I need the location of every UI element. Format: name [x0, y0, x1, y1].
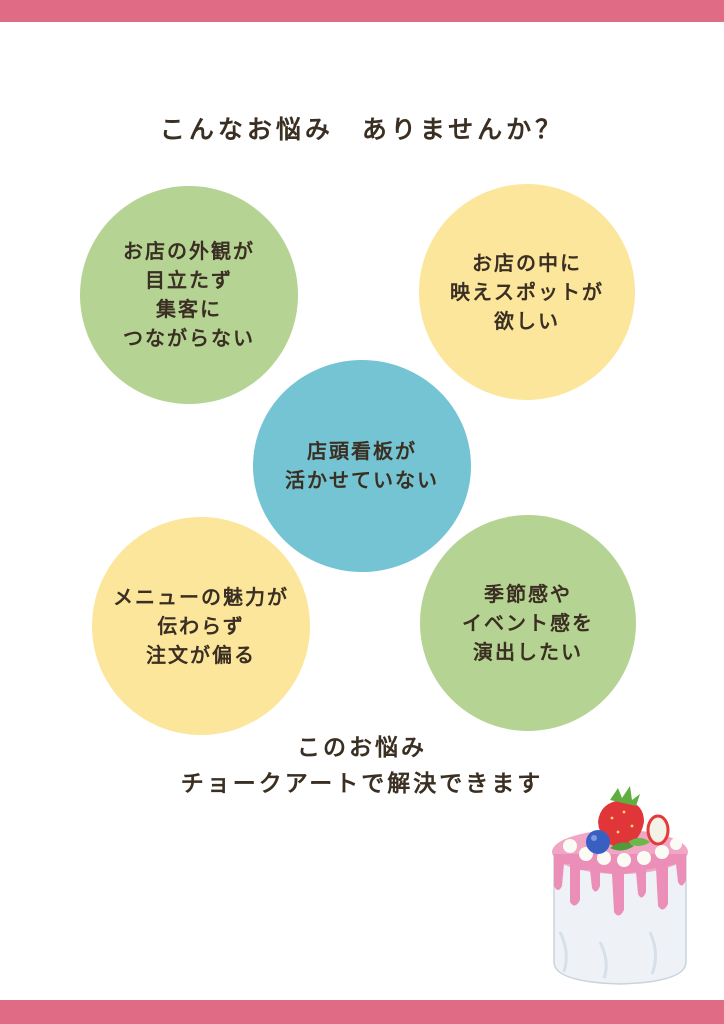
heading-part-1: こんなお悩み	[159, 115, 334, 144]
bubble-line: 欲しい	[494, 308, 560, 333]
bubble-seasonal-text: 季節感や イベント感を 演出したい	[462, 580, 594, 667]
bubble-seasonal: 季節感や イベント感を 演出したい	[420, 515, 636, 731]
bubble-line: 演出したい	[473, 639, 583, 664]
bubble-signboard: 店頭看板が 活かせていない	[253, 360, 471, 572]
bubble-line: 活かせていない	[285, 468, 439, 492]
conclusion-text: このお悩み チョークアートで解決できます	[0, 730, 724, 802]
bubble-line: 店頭看板が	[307, 439, 417, 463]
bubble-line: お店の外観が	[123, 239, 255, 263]
bubble-line: お店の中に	[472, 250, 582, 275]
bubble-line: イベント感を	[462, 610, 594, 635]
heading-part-2: ありませんか？	[361, 115, 565, 144]
bubble-line: 注文が偏る	[146, 642, 256, 667]
bottom-accent-bar	[0, 1000, 724, 1024]
bubble-exterior: お店の外観が 目立たず 集客に つながらない	[80, 186, 298, 404]
bubble-line: メニューの魅力が	[113, 584, 289, 609]
bubble-line: 映えスポットが	[450, 279, 604, 304]
conclusion-line-2: チョークアートで解決できます	[180, 771, 544, 797]
bubble-exterior-text: お店の外観が 目立たず 集客に つながらない	[123, 237, 255, 353]
bubble-line: 伝わらず	[157, 613, 245, 638]
page-heading: こんなお悩みありませんか？	[0, 110, 724, 146]
bubble-signboard-text: 店頭看板が 活かせていない	[285, 437, 439, 495]
top-accent-bar	[0, 0, 724, 22]
bubble-menu: メニューの魅力が 伝わらず 注文が偏る	[92, 517, 310, 735]
conclusion-line-1: このお悩み	[297, 735, 427, 761]
bubble-menu-text: メニューの魅力が 伝わらず 注文が偏る	[113, 583, 289, 670]
bubble-photo-spot: お店の中に 映えスポットが 欲しい	[419, 184, 635, 400]
bubble-line: 季節感や	[484, 581, 572, 606]
cake-illustration	[552, 786, 688, 985]
bubble-line: 目立たず	[145, 268, 233, 292]
bubble-line: つながらない	[123, 326, 255, 350]
bubble-photo-spot-text: お店の中に 映えスポットが 欲しい	[450, 249, 604, 336]
bubble-line: 集客に	[156, 297, 222, 321]
